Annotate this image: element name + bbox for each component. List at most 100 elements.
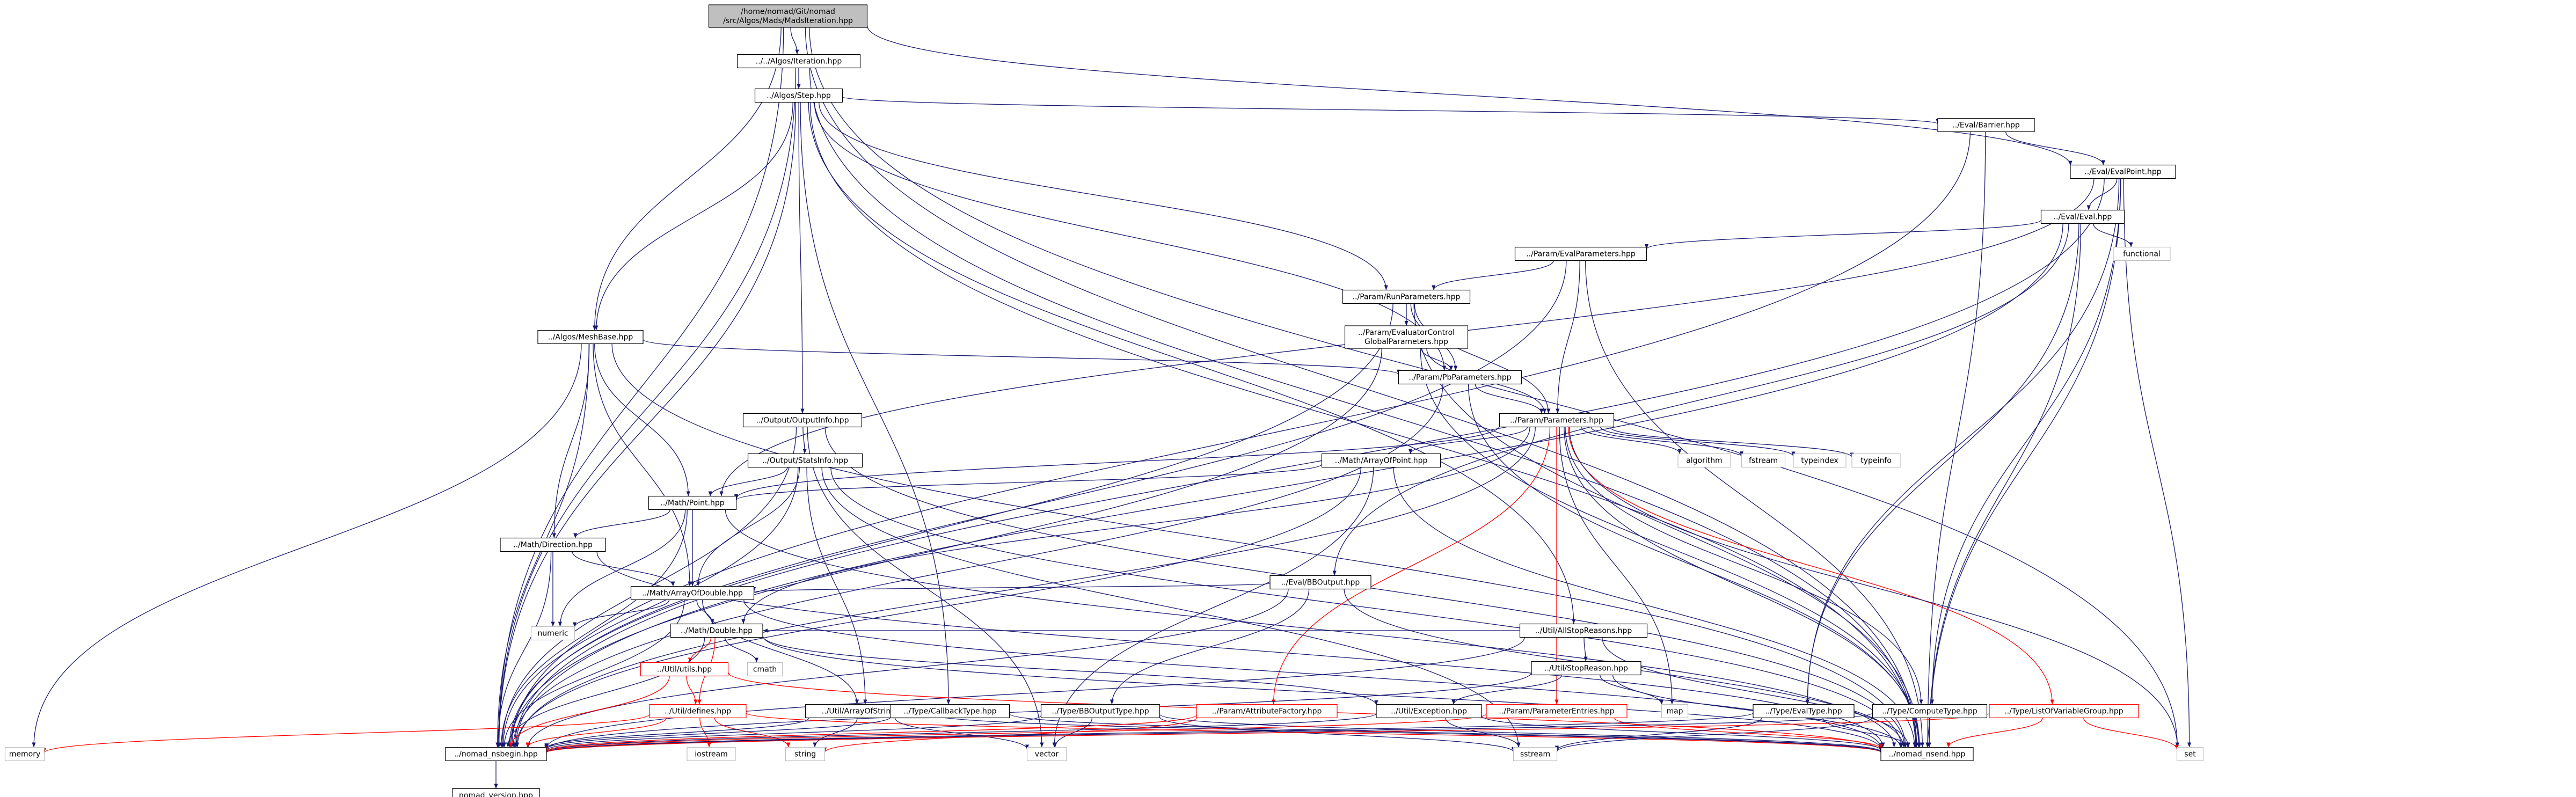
edge-defines-to-iostream [699,718,711,748]
node-box [1531,661,1641,676]
node-eval[interactable]: ../Eval/Eval.hpp [2040,209,2125,224]
node-label: ../Util/StopReason.hpp [1544,664,1628,673]
node-nsend[interactable]: ../nomad_nsend.hpp [1880,747,1974,762]
node-label: ../nomad_nsbegin.hpp [454,750,538,759]
node-barrier[interactable]: ../Eval/Barrier.hpp [1937,118,2035,133]
node-box [2113,246,2171,261]
node-evalparams[interactable]: ../Param/EvalParameters.hpp [1514,246,1647,261]
node-label: ../Type/CallbackType.hpp [903,707,996,716]
node-box [1269,575,1371,590]
node-pbparams[interactable]: ../Param/PbParameters.hpp [1398,370,1522,385]
edge-arrstring-to-nsend [928,713,1883,753]
node-exception[interactable]: ../Util/Exception.hpp [1376,704,1482,719]
node-iter[interactable]: ../../Algos/Iteration.hpp [736,54,861,69]
node-attrfactory[interactable]: ../Param/AttributeFactory.hpp [1196,704,1338,719]
node-defines[interactable]: ../Util/defines.hpp [649,704,747,719]
node-box [500,537,606,552]
node-box [1486,704,1628,719]
node-box [530,626,575,641]
node-label: ../Param/EvalParameters.hpp [1526,250,1636,259]
node-label: ../Eval/BBOutput.hpp [1281,579,1360,587]
node-version[interactable]: nomad_version.hpp [451,788,541,797]
edge-step-to-pbparams [814,102,1447,371]
node-evaltype[interactable]: ../Type/EvalType.hpp [1753,704,1855,719]
edge-exception-to-sstream [1445,718,1521,748]
node-box [736,54,861,69]
node-box [2176,747,2204,762]
node-label: vector [1035,750,1059,759]
node-direction[interactable]: ../Math/Direction.hpp [500,537,606,552]
edge-root-to-nsend [805,27,1919,748]
node-vector: vector [1026,747,1067,762]
node-statsinfo[interactable]: ../Output/StatsInfo.hpp [747,453,863,468]
edge-meshbase-to-direction [552,343,590,538]
node-label: ../Param/RunParameters.hpp [1353,293,1461,302]
edge-point-to-nsend [725,509,1896,748]
edge-exception-to-nsend [1481,715,1883,751]
node-listvar[interactable]: ../Type/ListOfVariableGroup.hpp [1989,704,2139,719]
node-params[interactable]: ../Param/Parameters.hpp [1499,413,1615,428]
edge-arrdouble-to-nsend [743,599,1883,748]
node-label: ../Type/ListOfVariableGroup.hpp [2004,707,2123,716]
node-box [1499,413,1615,428]
edge-listvar-to-set [2083,718,2179,750]
edge-runparams-to-params [1414,303,1551,414]
node-callback[interactable]: ../Type/CallbackType.hpp [890,704,1010,719]
node-evalpoint[interactable]: ../Eval/EvalPoint.hpp [2070,164,2176,179]
edge-double-to-nsbegin [506,637,705,748]
node-label: ../Param/ParameterEntries.hpp [1499,707,1615,716]
edge-step-to-meshbase [594,102,793,331]
node-label: ../Math/ArrayOfPoint.hpp [1335,457,1428,465]
node-arrdouble[interactable]: ../Math/ArrayOfDouble.hpp [630,586,755,601]
node-box [640,662,729,677]
edge-point-to-direction [573,509,670,538]
edge-double-to-nsend [762,635,1883,750]
edge-stopreason-to-exception [1451,675,1562,705]
edge-eval-to-nsend [1927,223,2082,748]
node-label: ../Algos/Step.hpp [767,92,831,100]
edge-params-to-fstream [1590,427,1744,457]
node-step[interactable]: ../Algos/Step.hpp [754,88,843,103]
edge-direction-to-arrdouble [572,551,675,587]
edge-utils-to-nsbegin [509,676,670,748]
edge-statsinfo-to-sstream [821,467,1521,748]
node-stopreason[interactable]: ../Util/StopReason.hpp [1531,661,1641,676]
edge-arrdouble-to-arrstring [702,599,859,705]
node-box [1321,453,1441,468]
node-arrpoint[interactable]: ../Math/ArrayOfPoint.hpp [1321,453,1441,468]
node-paramentries[interactable]: ../Param/ParameterEntries.hpp [1486,704,1628,719]
edge-root-to-iter [790,27,799,55]
edge-params-to-arrpoint [1408,427,1528,454]
edge-eval-to-evaltype [1805,223,2079,705]
edge-root-to-meshbase [593,27,782,331]
node-double[interactable]: ../Math/Double.hpp [670,623,763,638]
edge-meshbase-to-point [594,343,690,496]
node-label: sstream [1520,750,1550,759]
node-label: ../Eval/Eval.hpp [2054,213,2112,222]
node-label: ../Util/Exception.hpp [1391,707,1467,716]
edge-evaltype-to-sstream [1555,718,1762,751]
edge-direction-to-nsbegin [495,551,552,748]
edge-computetype-to-nsbegin [545,712,1873,753]
node-label: ../Type/BBOutputType.hpp [1052,707,1149,716]
node-box [1513,747,1558,762]
node-point[interactable]: ../Math/Point.hpp [648,495,737,510]
node-evctrl[interactable]: ../Param/EvaluatorControlGlobalParameter… [1344,325,1469,349]
node-allstop[interactable]: ../Util/AllStopReasons.hpp [1519,623,1648,638]
node-label: numeric [537,630,568,638]
node-utils[interactable]: ../Util/utils.hpp [640,662,729,677]
node-outinfo[interactable]: ../Output/OutputInfo.hpp [742,413,863,428]
edge-point-to-nsbegin [499,509,688,748]
node-nsbegin[interactable]: ../nomad_nsbegin.hpp [445,747,547,762]
node-label: /src/Algos/Mads/MadsIteration.hpp [723,17,853,25]
node-runparams[interactable]: ../Param/RunParameters.hpp [1342,289,1471,304]
edge-params-to-double [741,427,1530,624]
node-box [754,88,843,103]
node-bboutput[interactable]: ../Eval/BBOutput.hpp [1269,575,1371,590]
edge-arrstring-to-nsbegin [544,718,809,749]
node-meshbase[interactable]: ../Algos/MeshBase.hpp [537,330,644,345]
node-box [747,662,783,677]
node-bbouttype[interactable]: ../Type/BBOutputType.hpp [1040,704,1161,719]
node-label: ../nomad_nsend.hpp [1889,750,1966,759]
node-computetype[interactable]: ../Type/ComputeType.hpp [1872,704,1988,719]
